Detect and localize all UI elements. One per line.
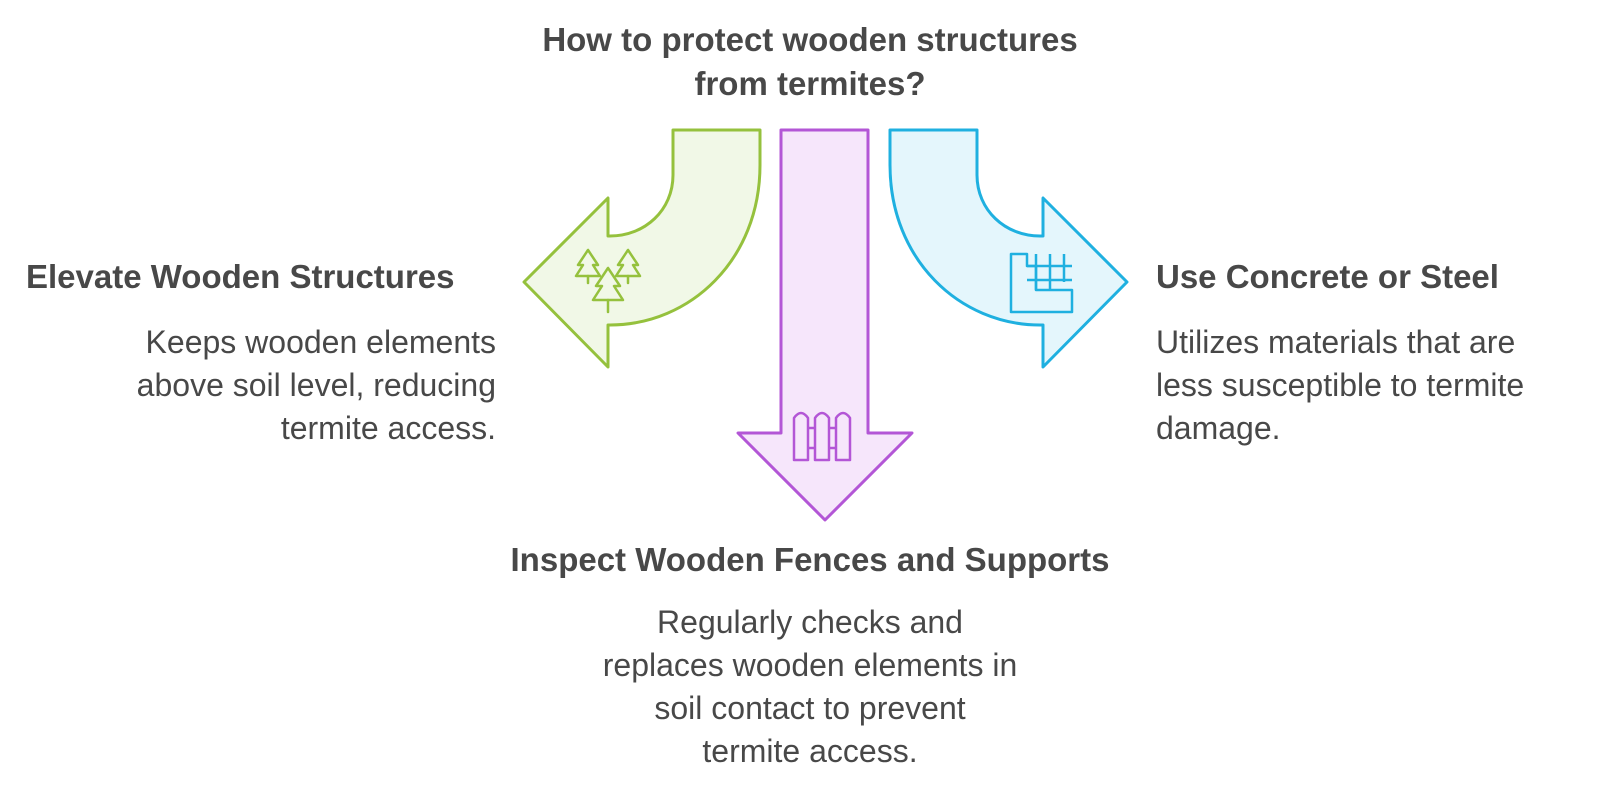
right-desc-line-1: Utilizes materials that are [1156, 324, 1516, 360]
right-arrow [888, 128, 1129, 369]
left-option-description: Keeps wooden elements above soil level, … [26, 321, 496, 450]
trees-icon [574, 248, 642, 314]
center-desc-line-3: soil contact to prevent [654, 690, 966, 726]
left-arrow [522, 128, 762, 369]
center-desc-line-1: Regularly checks and [657, 604, 963, 640]
left-desc-line-2: above soil level, reducing [136, 367, 496, 403]
grid-plan-icon [1009, 252, 1074, 314]
diagram-title: How to protect wooden structures from te… [510, 18, 1110, 106]
right-arrow-shape [888, 128, 1129, 369]
right-option-heading: Use Concrete or Steel [1156, 258, 1499, 295]
fence-icon [792, 411, 852, 462]
center-arrow [736, 128, 914, 522]
center-option-heading: Inspect Wooden Fences and Supports [510, 541, 1110, 578]
right-desc-line-3: damage. [1156, 410, 1281, 446]
center-option-description: Regularly checks and replaces wooden ele… [555, 601, 1065, 773]
title-line-1: How to protect wooden structures [542, 21, 1078, 58]
center-desc-line-4: termite access. [702, 733, 918, 769]
right-option-description: Utilizes materials that are less suscept… [1156, 321, 1606, 450]
left-desc-line-1: Keeps wooden elements [145, 324, 496, 360]
left-option-heading: Elevate Wooden Structures [26, 258, 455, 295]
title-line-2: from termites? [694, 65, 926, 102]
center-arrow-shape [736, 128, 914, 522]
center-desc-line-2: replaces wooden elements in [602, 647, 1018, 683]
left-arrow-shape [522, 128, 762, 369]
left-desc-line-3: termite access. [280, 410, 496, 446]
right-desc-line-2: less susceptible to termite [1156, 367, 1525, 403]
